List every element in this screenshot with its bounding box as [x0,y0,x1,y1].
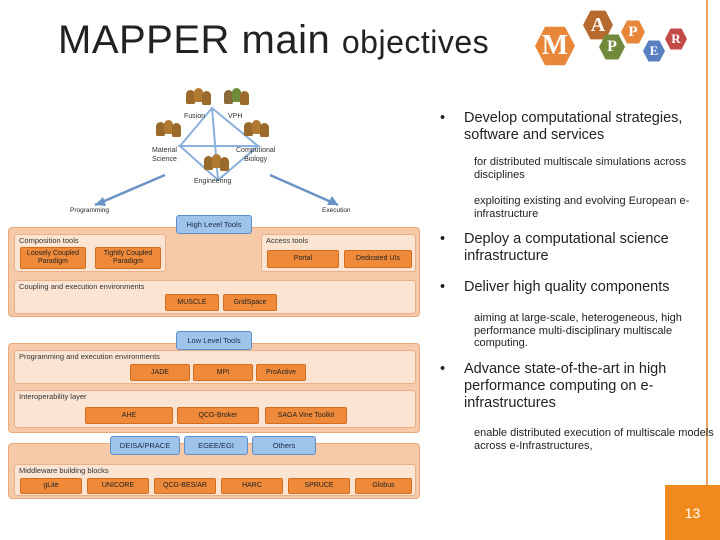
muscle-button[interactable]: MUSCLE [165,294,219,311]
low-level-tools-tab[interactable]: Low Level Tools [176,331,252,350]
coupling-env-label: Coupling and execution environments [19,282,145,291]
middleware-box: Middleware building blocks gLite UNICORE… [14,464,416,496]
qcg-bes-ar-button[interactable]: QCG-BES/AR [154,478,216,494]
unicore-button[interactable]: UNICORE [87,478,149,494]
objective-develop-detail-1: for distributed multiscale simulations a… [474,156,687,181]
vph-people-icon [224,88,250,106]
composition-tools-box: Composition tools Loosely Coupled Paradi… [14,234,166,272]
community-fusion: Fusion [184,113,206,120]
gridspace-button[interactable]: GridSpace [223,294,277,311]
objective-develop-detail-2: exploiting existing and evolving Europea… [474,195,690,220]
page-number: 13 [665,485,720,540]
globus-button[interactable]: Globus [355,478,412,494]
title-sub: objectives [341,24,490,60]
objective-deliver-detail: aiming at large-scale, heterogeneous, hi… [474,312,682,349]
prog-exec-env-label: Programming and execution environments [19,352,160,361]
logo-letter-m: M [535,26,575,66]
programming-label: Programming [70,207,110,214]
community-vph: VPH [228,113,243,120]
logo-letter-e: E [643,40,665,62]
harc-button[interactable]: HARC [221,478,283,494]
community-computional-biology: Computional Biology [236,147,276,163]
tightly-coupled-button[interactable]: Tightly Coupled Paradigm [95,247,161,269]
coupling-env-box: Coupling and execution environments MUSC… [14,280,416,314]
objective-develop: Develop computational strategies, softwa… [464,110,683,143]
bullet-4-marker: • [440,361,446,377]
saga-vine-toolkit-button[interactable]: SAGA Vine Toolkit [265,407,347,424]
architecture-diagram: Fusion VPH Material Science Computional … [0,80,430,500]
others-button[interactable]: Others [252,436,316,455]
composition-tools-label: Composition tools [19,236,79,245]
slide-title: MAPPER main objectives [58,18,489,63]
qcg-broker-button[interactable]: QCG-Broker [177,407,259,424]
logo-letter-r: R [665,28,687,50]
objective-deploy: Deploy a computational science infrastru… [464,231,669,264]
objective-advance: Advance state-of-the-art in high perform… [464,361,667,411]
access-tools-box: Access tools Portal Dedicated UIs [261,234,416,272]
spruce-button[interactable]: SPRUCE [288,478,350,494]
community-engineering: Engineering [194,178,232,185]
interop-layer-label: Interoperability layer [19,392,87,401]
jade-button[interactable]: JADE [130,364,190,381]
proactive-button[interactable]: ProActive [256,364,306,381]
mapper-logo: M A P P E R [535,10,695,72]
high-level-tools-layer: Composition tools Loosely Coupled Paradi… [8,227,420,317]
egee-egi-button[interactable]: EGEE/EGI [184,436,248,455]
bullet-3-marker: • [440,279,446,295]
objective-advance-detail: enable distributed execution of multisca… [474,427,714,452]
community-connector-lines [94,106,339,207]
slide-divider-line [706,0,708,485]
execution-label: Execution [322,207,351,214]
objective-deliver: Deliver high quality components [464,279,670,295]
logo-letter-p2: P [621,20,645,44]
bullet-2-marker: • [440,231,446,247]
title-main: MAPPER main [58,18,342,62]
low-level-tools-layer: Programming and execution environments J… [8,343,420,433]
glite-button[interactable]: gLite [20,478,82,494]
engineering-people-icon [204,154,230,172]
fusion-people-icon [186,88,212,106]
dedicated-uis-button[interactable]: Dedicated UIs [344,250,412,268]
ahe-button[interactable]: AHE [85,407,173,424]
deisa-prace-button[interactable]: DEISA/PRACE [110,436,180,455]
prog-exec-env-box: Programming and execution environments J… [14,350,416,384]
high-level-tools-tab[interactable]: High Level Tools [176,215,252,234]
access-tools-label: Access tools [266,236,309,245]
material-people-icon [156,120,182,138]
bullet-1-marker: • [440,110,446,126]
loosely-coupled-button[interactable]: Loosely Coupled Paradigm [20,247,86,269]
mpi-button[interactable]: MPI [193,364,253,381]
biology-people-icon [244,120,270,138]
middleware-label: Middleware building blocks [19,466,109,475]
portal-button[interactable]: Portal [267,250,339,268]
interop-layer-box: Interoperability layer AHE QCG-Broker SA… [14,390,416,428]
community-material-science: Material Science [152,147,177,163]
